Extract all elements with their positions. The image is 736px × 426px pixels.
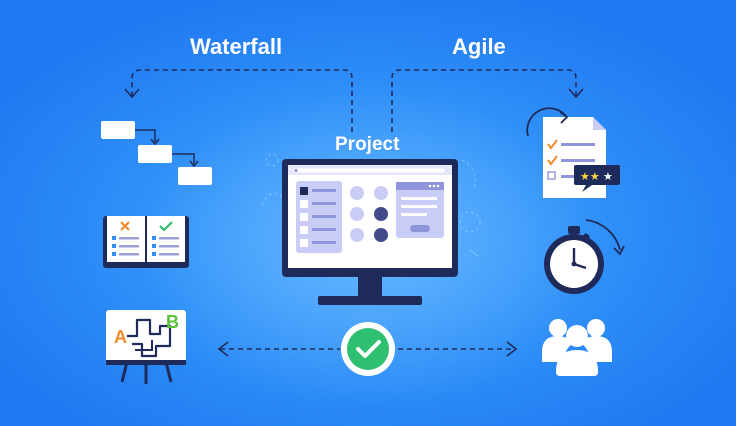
svg-text:★★: ★★ — [580, 170, 600, 183]
horizontal-double-arrow — [217, 341, 518, 357]
stopwatch-icon — [544, 219, 625, 294]
success-check-icon — [341, 322, 395, 376]
project-monitor-icon — [282, 159, 458, 305]
maze-letter-a: A — [114, 327, 127, 347]
rating-document-icon: ★★ ★ — [526, 107, 620, 198]
svg-text:★: ★ — [603, 170, 613, 183]
waterfall-steps-icon — [101, 121, 212, 185]
team-group-icon — [542, 319, 612, 376]
maze-board-icon — [106, 310, 186, 384]
checklist-book-icon — [103, 216, 189, 268]
project-label: Project — [335, 134, 400, 155]
agile-label: Agile — [452, 34, 506, 59]
arrow-project-to-agile — [391, 69, 584, 132]
maze-letter-b: B — [166, 312, 179, 332]
waterfall-label: Waterfall — [190, 34, 283, 59]
arrow-project-to-waterfall — [124, 69, 353, 132]
